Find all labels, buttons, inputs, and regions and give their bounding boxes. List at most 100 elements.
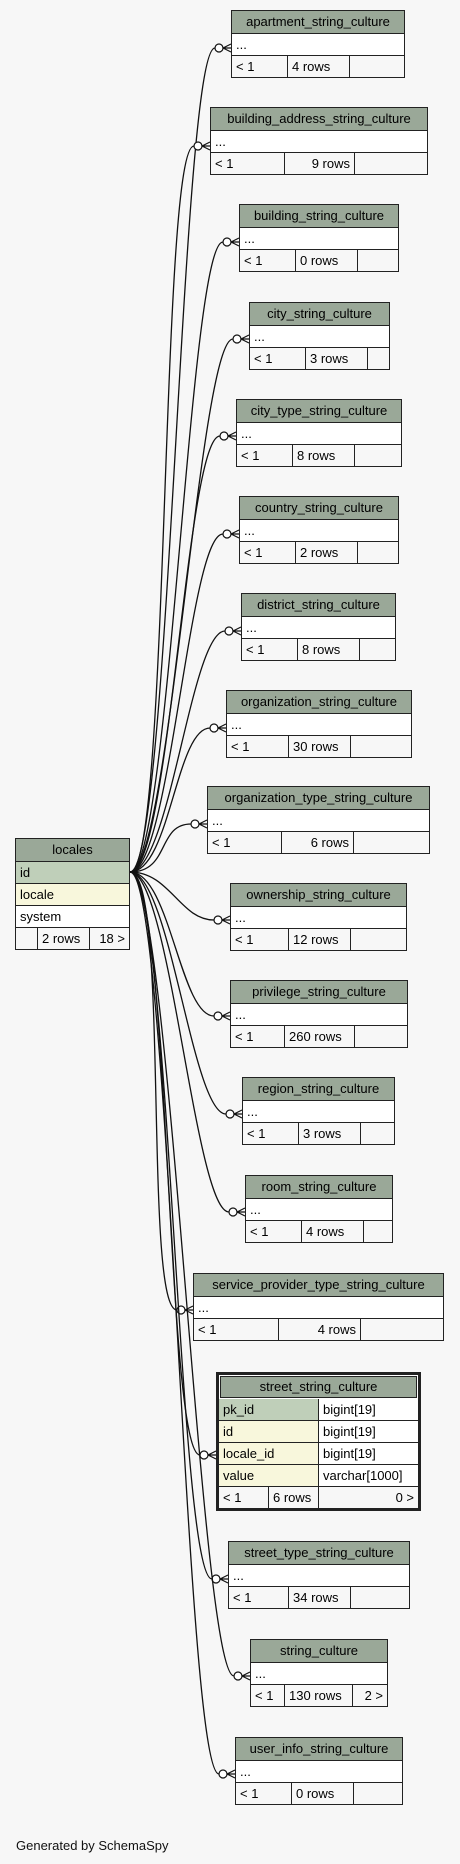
row-count: 0 rows [292, 1783, 354, 1804]
parents-count: < 1 [231, 1026, 285, 1047]
table-stats: < 1 0 rows [236, 1783, 402, 1804]
table-stats: < 1 260 rows [231, 1026, 407, 1047]
crows-foot-marker [219, 1574, 229, 1584]
field-system: system [16, 906, 129, 928]
table-stats: < 1 130 rows 2 > [251, 1685, 387, 1706]
table-stats: < 1 4 rows [232, 56, 404, 77]
table-title: organization_string_culture [227, 691, 411, 714]
table-user-info-string-culture[interactable]: user_info_string_culture ... < 1 0 rows [235, 1737, 403, 1805]
table-organization-type-string-culture[interactable]: organization_type_string_culture ... < 1… [207, 786, 430, 854]
table-title: street_string_culture [220, 1376, 417, 1398]
row-count: 4 rows [288, 56, 350, 77]
table-street-type-string-culture[interactable]: street_type_string_culture ... < 1 34 ro… [228, 1541, 410, 1609]
table-stats: < 1 12 rows [231, 929, 406, 950]
parents-count: < 1 [232, 56, 288, 77]
table-stats: < 1 4 rows [246, 1221, 392, 1242]
optional-marker-circle [232, 334, 242, 344]
field-ellipsis: ... [240, 520, 398, 542]
table-apartment-string-culture[interactable]: apartment_string_culture ... < 1 4 rows [231, 10, 405, 78]
children-count [360, 639, 395, 660]
table-stats: < 1 6 rows 0 > [219, 1487, 418, 1508]
table-stats: < 1 8 rows [237, 445, 401, 466]
children-count [354, 832, 429, 853]
parents-count: < 1 [229, 1587, 289, 1608]
children-count: 0 > [395, 1490, 414, 1505]
relationship-line [129, 533, 224, 873]
table-service-provider-type-string-culture[interactable]: service_provider_type_string_culture ...… [193, 1273, 444, 1341]
row-count: 3 rows [306, 348, 368, 369]
table-stats: < 1 6 rows [208, 832, 429, 853]
crows-foot-marker [217, 723, 227, 733]
optional-marker-circle [225, 1109, 235, 1119]
parents-count: < 1 [240, 542, 296, 563]
parents-count: < 1 [211, 153, 285, 174]
relationship-line [129, 871, 230, 1213]
table-city-string-culture[interactable]: city_string_culture ... < 1 3 rows [249, 302, 390, 370]
table-privilege-string-culture[interactable]: privilege_string_culture ... < 1 260 row… [230, 980, 408, 1048]
parents-count: < 1 [219, 1487, 269, 1508]
optional-marker-circle [218, 1769, 228, 1779]
crows-foot-marker [184, 1305, 194, 1315]
relationship-line [129, 823, 192, 873]
parents-count: < 1 [243, 1123, 299, 1144]
parents-count: < 1 [231, 929, 289, 950]
field-id: id [219, 1421, 319, 1443]
field-value: value [219, 1465, 319, 1487]
table-building-address-string-culture[interactable]: building_address_string_culture ... < 1 … [210, 107, 428, 175]
table-street-string-culture[interactable]: street_string_culture pk_id bigint[19] i… [216, 1372, 421, 1511]
table-building-string-culture[interactable]: building_string_culture ... < 1 0 rows [239, 204, 399, 272]
table-stats: < 1 9 rows [211, 153, 427, 174]
table-string-culture[interactable]: string_culture ... < 1 130 rows 2 > [250, 1639, 388, 1707]
field-value-type: varchar[1000] [319, 1465, 418, 1487]
table-title: locales [16, 839, 129, 862]
table-room-string-culture[interactable]: room_string_culture ... < 1 4 rows [245, 1175, 393, 1243]
crows-foot-marker [233, 1109, 243, 1119]
field-ellipsis: ... [237, 423, 401, 445]
field-ellipsis: ... [251, 1663, 387, 1685]
field-pk-id-type: bigint[19] [319, 1399, 418, 1421]
table-title: room_string_culture [246, 1176, 392, 1199]
row-count: 260 rows [285, 1026, 355, 1047]
table-title: service_provider_type_string_culture [194, 1274, 443, 1297]
field-ellipsis: ... [194, 1297, 443, 1319]
generated-by-footer: Generated by SchemaSpy [16, 1838, 169, 1853]
optional-marker-circle [233, 1671, 243, 1681]
children-count: 18 > [99, 931, 125, 946]
children-count: 2 > [364, 1688, 383, 1703]
relationship-line [129, 435, 221, 873]
parents-count: < 1 [208, 832, 282, 853]
table-stats: < 1 34 rows [229, 1587, 409, 1608]
children-count [364, 1221, 392, 1242]
row-count: 8 rows [293, 445, 355, 466]
table-locales[interactable]: locales id locale system 2 rows 18 > [15, 838, 130, 950]
field-ellipsis: ... [236, 1761, 402, 1783]
table-stats: < 1 4 rows [194, 1319, 443, 1340]
children-count [355, 153, 427, 174]
relationship-line [129, 871, 227, 1115]
field-ellipsis: ... [250, 326, 389, 348]
field-locale-id: locale_id [219, 1443, 319, 1465]
relationship-line [129, 871, 235, 1677]
row-count: 4 rows [279, 1319, 361, 1340]
relationship-line [129, 241, 224, 873]
table-title: street_type_string_culture [229, 1542, 409, 1565]
table-district-string-culture[interactable]: district_string_culture ... < 1 8 rows [241, 593, 396, 661]
optional-marker-circle [190, 819, 200, 829]
row-count: 30 rows [289, 736, 351, 757]
row-count: 8 rows [298, 639, 360, 660]
field-ellipsis: ... [231, 907, 406, 929]
table-city-type-string-culture[interactable]: city_type_string_culture ... < 1 8 rows [236, 399, 402, 467]
table-ownership-string-culture[interactable]: ownership_string_culture ... < 1 12 rows [230, 883, 407, 951]
table-organization-string-culture[interactable]: organization_string_culture ... < 1 30 r… [226, 690, 412, 758]
crows-foot-marker [232, 626, 242, 636]
table-country-string-culture[interactable]: country_string_culture ... < 1 2 rows [239, 496, 399, 564]
parents-count: < 1 [194, 1319, 279, 1340]
crows-foot-marker [230, 237, 240, 247]
children-count [351, 1587, 409, 1608]
table-region-string-culture[interactable]: region_string_culture ... < 1 3 rows [242, 1077, 395, 1145]
row-count: 2 rows [38, 928, 90, 949]
field-ellipsis: ... [242, 617, 395, 639]
field-ellipsis: ... [208, 810, 429, 832]
children-count [350, 56, 404, 77]
